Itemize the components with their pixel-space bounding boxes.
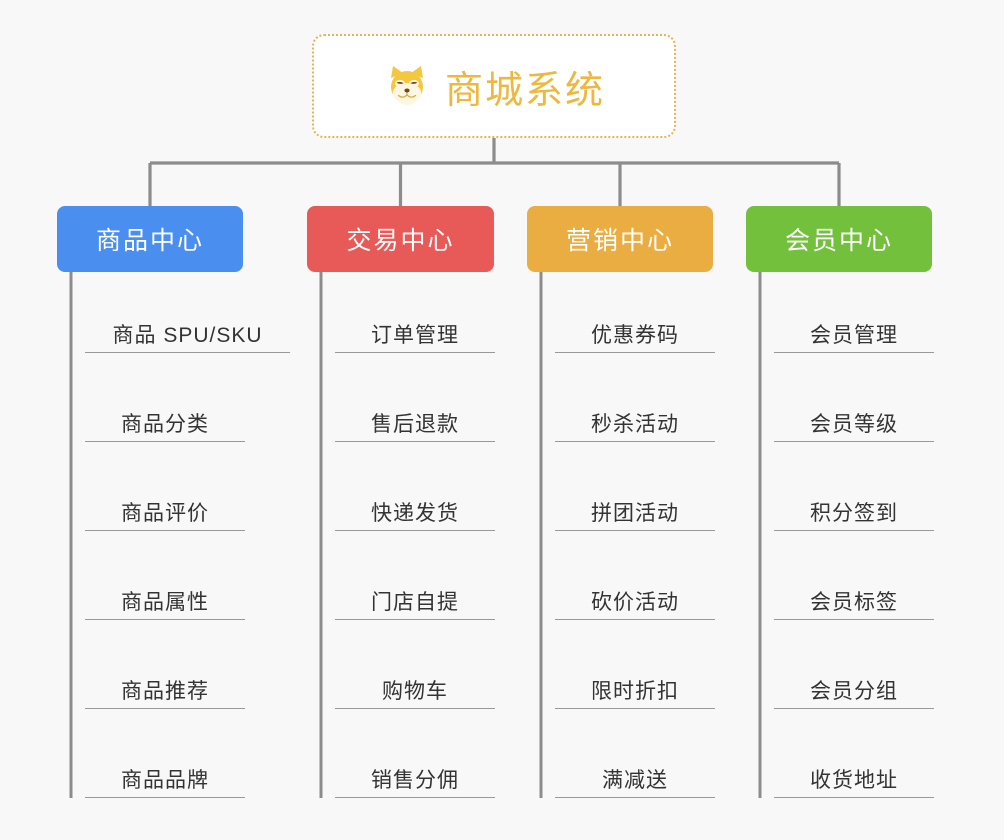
leaf-item[interactable]: 销售分佣 <box>335 752 495 798</box>
leaf-item-label: 砍价活动 <box>591 591 679 614</box>
leaf-item[interactable]: 会员分组 <box>774 663 934 709</box>
leaf-item[interactable]: 售后退款 <box>335 396 495 442</box>
leaf-item[interactable]: 商品 SPU/SKU <box>85 307 290 353</box>
leaf-item[interactable]: 购物车 <box>335 663 495 709</box>
leaf-item[interactable]: 商品品牌 <box>85 752 245 798</box>
leaf-item-label: 售后退款 <box>371 413 459 436</box>
leaf-item[interactable]: 满减送 <box>555 752 715 798</box>
leaf-item-label: 优惠券码 <box>591 324 679 347</box>
leaf-item[interactable]: 收货地址 <box>774 752 934 798</box>
leaf-item[interactable]: 会员等级 <box>774 396 934 442</box>
leaf-item-label: 购物车 <box>382 680 448 703</box>
root-title: 商城系统 <box>444 69 605 112</box>
leaf-item[interactable]: 会员管理 <box>774 307 934 353</box>
leaf-item-label: 销售分佣 <box>371 769 459 792</box>
leaf-item[interactable]: 商品属性 <box>85 574 245 620</box>
leaf-item-label: 会员分组 <box>810 680 898 703</box>
leaf-item[interactable]: 商品推荐 <box>85 663 245 709</box>
leaf-item-label: 门店自提 <box>371 591 459 614</box>
leaf-item-label: 拼团活动 <box>591 502 679 525</box>
leaf-item-label: 限时折扣 <box>591 680 679 703</box>
category-label: 交易中心 <box>346 227 455 255</box>
leaf-item-label: 会员标签 <box>810 591 898 614</box>
leaf-item-label: 商品属性 <box>121 591 209 614</box>
leaf-item[interactable]: 会员标签 <box>774 574 934 620</box>
category-box-member-center[interactable]: 会员中心 <box>746 206 932 272</box>
leaf-item[interactable]: 限时折扣 <box>555 663 715 709</box>
leaf-item[interactable]: 门店自提 <box>335 574 495 620</box>
leaf-item[interactable]: 秒杀活动 <box>555 396 715 442</box>
leaf-item[interactable]: 拼团活动 <box>555 485 715 531</box>
leaf-item-label: 收货地址 <box>810 769 898 792</box>
leaf-item-label: 商品分类 <box>121 413 209 436</box>
category-label: 会员中心 <box>784 227 893 255</box>
category-label: 营销中心 <box>565 227 674 255</box>
category-box-product-center[interactable]: 商品中心 <box>57 206 243 272</box>
shiba-dog-face-icon <box>383 62 431 110</box>
leaf-item-label: 积分签到 <box>810 502 898 525</box>
leaf-item[interactable]: 商品评价 <box>85 485 245 531</box>
leaf-item[interactable]: 订单管理 <box>335 307 495 353</box>
root-node[interactable]: 商城系统 <box>312 34 676 138</box>
leaf-item[interactable]: 快递发货 <box>335 485 495 531</box>
leaf-item-label: 快递发货 <box>371 502 459 525</box>
leaf-item-label: 会员管理 <box>810 324 898 347</box>
leaf-item[interactable]: 砍价活动 <box>555 574 715 620</box>
leaf-item-label: 会员等级 <box>810 413 898 436</box>
leaf-item[interactable]: 积分签到 <box>774 485 934 531</box>
leaf-item-label: 商品品牌 <box>121 769 209 792</box>
category-label: 商品中心 <box>95 227 204 255</box>
leaf-item[interactable]: 商品分类 <box>85 396 245 442</box>
leaf-item-label: 商品推荐 <box>121 680 209 703</box>
leaf-item-label: 商品 SPU/SKU <box>112 324 263 347</box>
category-box-marketing-center[interactable]: 营销中心 <box>527 206 713 272</box>
leaf-item[interactable]: 优惠券码 <box>555 307 715 353</box>
leaf-item-label: 订单管理 <box>371 324 459 347</box>
leaf-item-label: 满减送 <box>602 769 668 792</box>
category-box-trade-center[interactable]: 交易中心 <box>307 206 494 272</box>
leaf-item-label: 秒杀活动 <box>591 413 679 436</box>
leaf-item-label: 商品评价 <box>121 502 209 525</box>
